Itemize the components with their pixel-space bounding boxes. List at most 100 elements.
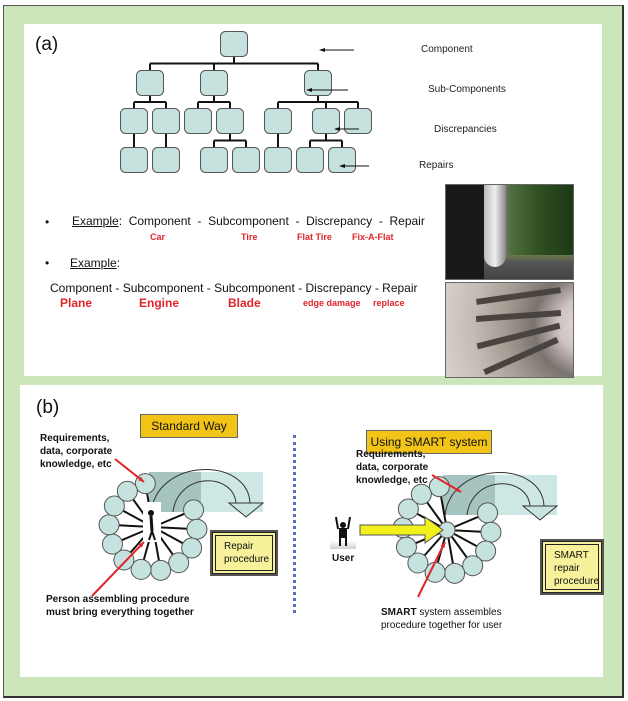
- level-arrow-head: [339, 164, 345, 168]
- smart-curved-arrow-head: [521, 505, 559, 521]
- repair-node: [264, 147, 292, 173]
- standard-requirements-note: Requirements, data, corporate knowledge,…: [40, 432, 112, 471]
- example1-colon: :: [118, 214, 123, 228]
- smart-caption-bold: SMART: [381, 607, 417, 618]
- component-node: [220, 31, 248, 57]
- smart-knowledge-node: [480, 521, 502, 543]
- standard-knowledge-node: [186, 518, 208, 540]
- discrepancy-node: [312, 108, 340, 134]
- example1-line: Example: Component - Subcomponent - Disc…: [72, 214, 425, 228]
- repair-node: [232, 147, 260, 173]
- smart-procedure-line3: procedure: [554, 576, 600, 587]
- flat-tire-photo: [445, 184, 574, 280]
- smart-caption-line2: procedure together for user: [381, 620, 503, 631]
- panel-a-label: (a): [35, 34, 59, 55]
- standard-knowledge-node: [150, 559, 172, 581]
- standard-person-body: [149, 515, 154, 532]
- hub-diagrams: [91, 458, 559, 598]
- standard-curved-arrow-outer: [150, 469, 251, 513]
- smart-system-title: Using SMART system: [366, 430, 492, 454]
- smart-knowledge-node: [477, 502, 499, 524]
- smart-caption-rest: system assembles: [416, 607, 502, 618]
- engine-blade-photo: [445, 282, 574, 378]
- standard-caption-line2: must bring everything together: [46, 607, 194, 618]
- repair-node: [200, 147, 228, 173]
- smart-requirements-pointer-head: [455, 487, 461, 492]
- repair-node: [152, 147, 180, 173]
- subcomponent-node: [136, 70, 164, 96]
- smart-requirements-pointer: [431, 474, 462, 493]
- example2-prefix: Example: [70, 256, 117, 270]
- discrepancy-node: [216, 108, 244, 134]
- standard-curved-arrow-head: [227, 502, 265, 518]
- standard-knowledge-node: [130, 558, 152, 580]
- user-figure-icon: [330, 516, 356, 549]
- repair-node: [120, 147, 148, 173]
- example2-value-engine: Engine: [139, 296, 180, 310]
- level-label-subcomponents: Sub-Components: [428, 84, 506, 95]
- discrepancy-node: [152, 108, 180, 134]
- standard-note-line3: knowledge, etc: [40, 459, 112, 470]
- smart-requirements-note: Requirements, data, corporate knowledge,…: [356, 448, 428, 487]
- smart-knowledge-node: [475, 540, 497, 562]
- smart-knowledge-node: [397, 498, 419, 520]
- standard-person-pointer: [91, 541, 145, 597]
- level-arrow-head: [334, 127, 340, 131]
- example1-bullet: •: [45, 215, 50, 229]
- example2-value-plane: Plane: [60, 296, 93, 310]
- standard-knowledge-node: [181, 537, 203, 559]
- standard-knowledge-node: [101, 533, 123, 555]
- panel-b: (b) Standard Way Requirements, data, cor…: [20, 385, 604, 677]
- level-label-discrepancies: Discrepancies: [434, 124, 497, 135]
- smart-knowledge-node: [395, 536, 417, 558]
- panel-a: (a) Component Sub-Components Discrepanci…: [24, 24, 602, 378]
- example2-bullet: •: [45, 256, 50, 270]
- smart-hub-pointer-head: [440, 542, 445, 548]
- smart-procedure-line2: repair: [554, 563, 580, 574]
- level-arrow-head: [319, 48, 325, 52]
- standard-caption-line1: Person assembling procedure: [46, 594, 190, 605]
- level-arrow-head: [306, 88, 312, 92]
- smart-knowledge-node: [410, 483, 432, 505]
- smart-curved-arrow-inner: [466, 483, 531, 516]
- standard-repair-procedure-box: Repair procedure: [210, 530, 278, 576]
- smart-note-line2: data, corporate: [356, 462, 429, 473]
- example1-chain: Component - Subcomponent - Discrepancy -…: [128, 214, 425, 228]
- standard-knowledge-node: [116, 480, 138, 502]
- smart-knowledge-node: [407, 552, 429, 574]
- standard-requirements-pointer-head: [138, 476, 144, 482]
- standard-knowledge-node: [168, 552, 190, 574]
- hierarchy-tree: [120, 31, 372, 173]
- level-label-repairs: Repairs: [419, 160, 454, 171]
- smart-caption: SMART system assembles procedure togethe…: [381, 606, 502, 632]
- smart-procedure-line1: SMART: [554, 550, 589, 561]
- standard-note-line1: Requirements,: [40, 433, 110, 444]
- standard-person-head: [148, 510, 154, 516]
- smart-note-line1: Requirements,: [356, 449, 426, 460]
- repair-node: [296, 147, 324, 173]
- smart-knowledge-node: [444, 562, 466, 584]
- repair-node: [328, 147, 356, 173]
- discrepancy-node: [344, 108, 372, 134]
- standard-requirements-pointer: [114, 458, 145, 483]
- smart-hub-pointer: [417, 541, 446, 598]
- level-label-component: Component: [421, 44, 473, 55]
- subcomponent-node: [304, 70, 332, 96]
- example1-value-tire: Tire: [241, 232, 258, 242]
- standard-way-title: Standard Way: [140, 414, 238, 438]
- example1-value-flat-tire: Flat Tire: [297, 232, 332, 242]
- smart-repair-procedure-box: SMART repair procedure: [540, 539, 604, 595]
- example2-value-edge-damage: edge damage: [303, 298, 361, 308]
- panel-b-label: (b): [36, 397, 60, 418]
- user-input-arrow: [359, 516, 444, 544]
- discrepancy-node: [120, 108, 148, 134]
- example1-value-car: Car: [150, 232, 166, 242]
- discrepancy-node: [184, 108, 212, 134]
- standard-caption: Person assembling procedure must bring e…: [46, 593, 194, 619]
- example2-value-replace: replace: [373, 298, 405, 308]
- standard-knowledge-node: [113, 549, 135, 571]
- example2-chain: Component - Subcomponent - Subcomponent …: [50, 281, 418, 295]
- standard-curved-arrow-inner: [172, 480, 237, 513]
- standard-knowledge-node: [103, 495, 125, 517]
- standard-note-line2: data, corporate: [40, 446, 113, 457]
